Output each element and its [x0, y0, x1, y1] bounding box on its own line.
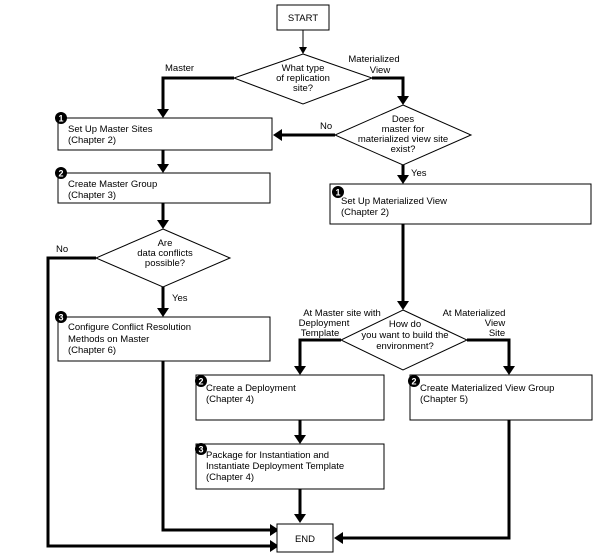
step-badge-3: 3 [55, 311, 67, 323]
branch-mv-site-label-2: View [485, 318, 506, 329]
branch-deploy-label-1: At Master site with [303, 308, 381, 319]
decision-master-exists: Does master for materialized view site e… [333, 104, 473, 166]
connector-deployment-branch [298, 338, 341, 367]
start-label: START [288, 13, 318, 24]
decision-build-env-line-3: environment? [376, 341, 434, 352]
decision-site-type-line-2: of replication [276, 73, 330, 84]
step-badge-2: 2 [408, 375, 420, 387]
svg-text:2: 2 [411, 377, 416, 387]
branch-mv-label-1: Materialized [348, 54, 399, 65]
arrowhead [397, 96, 409, 105]
decision-site-type-line-3: site? [293, 83, 313, 94]
step-setup-master-sites: Set Up Master Sites (Chapter 2) [57, 117, 273, 151]
connector-mv-group-to-end [342, 420, 511, 540]
step-badge-2: 2 [55, 167, 67, 179]
arrowhead [397, 301, 409, 310]
decision-master-exists-line-3: materialized view site [358, 134, 448, 145]
branch-mv-site-label-3: Site [489, 328, 505, 339]
create-master-group-chapter: (Chapter 3) [68, 190, 116, 201]
arrowhead [294, 435, 306, 444]
configure-conflict-line-1: Configure Conflict Resolution [68, 322, 191, 333]
create-mv-group-chapter: (Chapter 5) [420, 394, 468, 405]
decision-build-env-line-2: you want to build the [361, 330, 448, 341]
decision-master-exists-line-2: master for [382, 124, 425, 135]
arrowhead [299, 47, 307, 54]
create-master-group-title: Create Master Group [68, 179, 157, 190]
step-package-instantiate: Package for Instantiation and Instantiat… [195, 443, 385, 490]
package-instantiate-line-3: (Chapter 4) [206, 472, 254, 483]
yes-master-label: Yes [411, 168, 427, 179]
decision-site-type: What type of replication site? [232, 53, 374, 105]
arrowhead [157, 164, 169, 173]
connector-conflict-to-end [161, 361, 272, 532]
decision-site-type-line-1: What type [282, 63, 325, 74]
decision-conflicts-line-3: possible? [145, 258, 185, 269]
step-setup-mv: Set Up Materialized View (Chapter 2) [329, 183, 592, 225]
setup-master-sites-title: Set Up Master Sites [68, 124, 153, 135]
setup-mv-title: Set Up Materialized View [341, 196, 447, 207]
decision-master-exists-line-1: Does [392, 114, 414, 125]
step-create-deployment: Create a Deployment (Chapter 4) [195, 374, 385, 421]
arrowhead [273, 129, 282, 141]
decision-build-env-line-1: How do [389, 319, 421, 330]
branch-mv-label-2: View [370, 65, 391, 76]
arrowhead [294, 366, 306, 375]
step-badge-2: 2 [195, 375, 207, 387]
configure-conflict-line-3: (Chapter 6) [68, 345, 116, 356]
create-deployment-chapter: (Chapter 4) [206, 394, 254, 405]
start-node: START [276, 4, 330, 31]
step-create-mv-group: Create Materialized View Group (Chapter … [409, 374, 593, 421]
package-instantiate-line-2: Instantiate Deployment Template [206, 461, 344, 472]
connector-master-branch [161, 76, 234, 110]
arrowhead [334, 532, 343, 544]
create-mv-group-title: Create Materialized View Group [420, 383, 554, 394]
create-deployment-title: Create a Deployment [206, 383, 296, 394]
decision-build-env: How do you want to build the environment… [339, 309, 469, 371]
arrowhead [294, 514, 306, 523]
step-badge-1: 1 [332, 186, 344, 198]
svg-text:2: 2 [198, 377, 203, 387]
branch-master-label: Master [165, 63, 194, 74]
configure-conflict-line-2: Methods on Master [68, 334, 149, 345]
connector-no-conflicts-to-end [46, 256, 272, 548]
end-label: END [295, 534, 315, 545]
branch-deploy-label-2: Deployment [299, 318, 350, 329]
step-create-master-group: Create Master Group (Chapter 3) [57, 172, 271, 204]
setup-mv-chapter: (Chapter 2) [341, 207, 389, 218]
setup-master-sites-chapter: (Chapter 2) [68, 135, 116, 146]
no-master-label: No [320, 121, 332, 132]
decision-conflicts-line-2: data conflicts [137, 248, 193, 259]
svg-text:1: 1 [335, 188, 340, 198]
arrowhead [270, 524, 279, 536]
arrowhead [503, 366, 515, 375]
branch-mv-site-label-1: At Materialized [443, 308, 506, 319]
decision-conflicts-line-1: Are [158, 238, 173, 249]
no-conflicts-label: No [56, 244, 68, 255]
arrowhead [270, 540, 279, 552]
arrowhead [157, 220, 169, 229]
arrowhead [397, 175, 409, 184]
decision-master-exists-line-4: exist? [391, 144, 416, 155]
svg-text:2: 2 [58, 169, 63, 179]
yes-conflicts-label: Yes [172, 293, 188, 304]
branch-deploy-label-3: Template [301, 328, 340, 339]
svg-text:3: 3 [198, 445, 203, 455]
arrowhead [157, 308, 169, 317]
step-configure-conflict: Configure Conflict Resolution Methods on… [57, 316, 271, 362]
arrowhead [157, 109, 169, 118]
connector-mv-branch [372, 76, 405, 97]
package-instantiate-line-1: Package for Instantiation and [206, 450, 329, 461]
end-node: END [276, 523, 334, 553]
step-badge-1: 1 [55, 112, 67, 124]
decision-conflicts: Are data conflicts possible? [94, 228, 232, 288]
svg-text:3: 3 [58, 313, 63, 323]
svg-text:1: 1 [58, 114, 63, 124]
connector-mv-site-branch [467, 338, 511, 367]
step-badge-3: 3 [195, 443, 207, 455]
